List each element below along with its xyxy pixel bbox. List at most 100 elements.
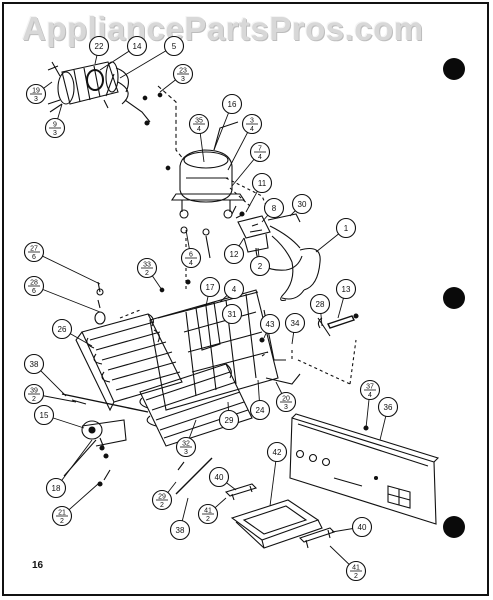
callout-14: 14 <box>99 35 148 71</box>
relay-and-wiring <box>231 205 321 302</box>
watermark: AppliancePartsPros.com <box>22 10 424 47</box>
callout-5: 5 <box>119 35 185 79</box>
callout-32_3: 323 <box>175 419 197 458</box>
bracket-40-lower <box>298 527 336 549</box>
callout-37_4: 374 <box>359 379 381 429</box>
callout-quantity: 2 <box>145 270 149 277</box>
base-pan-and-condenser <box>149 289 301 411</box>
callout-35_4: 354 <box>188 113 210 163</box>
callout-circle <box>335 217 357 239</box>
callout-circle <box>284 312 306 334</box>
callout-quantity: 6 <box>32 254 36 261</box>
callout-13: 13 <box>335 278 357 319</box>
callout-19_3: 193 <box>25 81 53 105</box>
callout-7_4: 74 <box>231 141 271 187</box>
callout-circle <box>45 477 67 499</box>
callout-circle <box>23 353 45 375</box>
coil-29 <box>139 363 253 447</box>
callout-quantity: 4 <box>368 392 372 399</box>
callout-21_2: 212 <box>51 483 99 527</box>
callout-number: 21 <box>58 510 66 517</box>
fan-motor-15 <box>81 419 127 451</box>
callout-6_4: 64 <box>180 229 202 269</box>
callout-number: 5 <box>172 42 177 51</box>
callout-1: 1 <box>315 217 357 253</box>
callout-number: 43 <box>266 320 275 329</box>
callout-33_2: 332 <box>136 257 163 291</box>
callout-number: 2 <box>258 262 263 271</box>
callout-circle <box>208 466 230 488</box>
callout-number: 13 <box>342 285 351 294</box>
callout-number: 16 <box>228 100 237 109</box>
callout-number: 6 <box>189 252 193 259</box>
callout-41_2a: 412 <box>197 497 227 525</box>
callout-number: 4 <box>232 285 237 294</box>
binder-hole-middle <box>443 287 465 309</box>
callout-number: 36 <box>384 403 393 412</box>
callout-31: 31 <box>221 303 243 325</box>
callout-number: 17 <box>206 283 215 292</box>
callout-circle <box>377 396 399 418</box>
callout-28: 28 <box>309 293 331 327</box>
sensor-13 <box>327 313 359 329</box>
callout-number: 35 <box>195 118 203 125</box>
leader-line <box>33 251 101 285</box>
callout-3_4: 34 <box>227 113 263 171</box>
callout-circle <box>335 278 357 300</box>
callout-quantity: 3 <box>284 404 288 411</box>
callout-number: 41 <box>352 565 360 572</box>
callout-number: 38 <box>176 526 185 535</box>
callout-number: 26 <box>58 325 67 334</box>
callout-circle <box>251 172 273 194</box>
callout-circle <box>221 93 243 115</box>
callout-number: 39 <box>30 388 38 395</box>
callout-quantity: 3 <box>34 96 38 103</box>
callout-quantity: 2 <box>354 573 358 580</box>
callout-circle <box>291 193 313 215</box>
binder-hole-bottom <box>443 516 465 538</box>
callout-number: 40 <box>215 473 224 482</box>
callout-number: 33 <box>143 262 151 269</box>
callout-quantity: 3 <box>184 449 188 456</box>
callout-circle <box>88 35 110 57</box>
page-border <box>2 2 489 596</box>
callout-circle <box>163 35 185 57</box>
callout-40b: 40 <box>331 516 373 538</box>
compressor <box>165 121 246 236</box>
callout-number: 18 <box>52 484 61 493</box>
callout-circle <box>169 519 191 541</box>
callout-17: 17 <box>199 276 221 307</box>
callout-number: 37 <box>366 384 374 391</box>
callout-22: 22 <box>88 35 110 65</box>
callout-number: 30 <box>298 200 307 209</box>
callout-8: 8 <box>261 197 285 223</box>
leader-line <box>119 45 175 79</box>
callout-9_3: 93 <box>44 103 66 139</box>
callout-38a: 38 <box>23 353 67 397</box>
callout-number: 31 <box>228 310 237 319</box>
callout-number: 24 <box>256 406 265 415</box>
callout-27_6: 276 <box>23 241 101 285</box>
callout-23_3: 233 <box>159 63 194 93</box>
callout-29: 29 <box>218 401 240 431</box>
callout-number: 29 <box>225 416 234 425</box>
coil-26 <box>75 313 183 412</box>
callout-circle <box>249 399 271 421</box>
callout-number: 23 <box>179 68 187 75</box>
fan-motor-assembly <box>47 61 151 126</box>
callout-number: 27 <box>30 246 38 253</box>
callout-number: 14 <box>133 42 142 51</box>
callout-number: 7 <box>258 146 262 153</box>
bracket-40-upper <box>224 483 258 501</box>
callout-circle <box>126 35 148 57</box>
callout-11: 11 <box>245 172 273 213</box>
callout-20_3: 203 <box>275 381 297 413</box>
leader-line <box>33 285 101 313</box>
callout-42: 42 <box>266 441 288 507</box>
callout-quantity: 2 <box>60 518 64 525</box>
callout-18: 18 <box>45 439 93 499</box>
callout-number: 41 <box>204 508 212 515</box>
callout-number: 38 <box>30 360 39 369</box>
